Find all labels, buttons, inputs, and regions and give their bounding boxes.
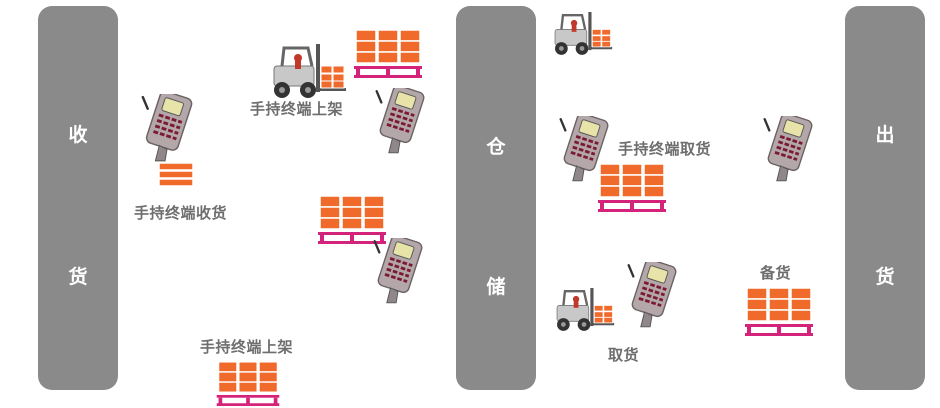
label-handheld-shelve-top: 手持终端上架 xyxy=(250,100,344,118)
handheld-terminal-icon xyxy=(760,116,816,184)
label-pick: 取货 xyxy=(608,346,640,364)
handheld-terminal-icon xyxy=(370,238,426,306)
storage-column: 仓 储 xyxy=(456,6,536,390)
shipping-column-char-2: 货 xyxy=(875,266,895,288)
forklift-icon xyxy=(544,288,624,334)
forklift-icon xyxy=(542,12,622,58)
shipping-column-char-1: 出 xyxy=(875,124,895,146)
pallet-boxes-icon xyxy=(354,28,422,78)
handheld-terminal-icon xyxy=(138,94,196,164)
label-prepare: 备货 xyxy=(760,264,792,282)
storage-column-char-1: 仓 xyxy=(486,136,506,158)
pallet-boxes-icon xyxy=(744,286,814,336)
pallet-boxes-icon xyxy=(214,360,282,406)
forklift-icon xyxy=(268,44,348,102)
pallet-boxes-icon xyxy=(598,162,666,212)
label-handheld-shelve-bottom: 手持终端上架 xyxy=(200,338,294,356)
receiving-column-char-2: 货 xyxy=(68,266,88,288)
label-handheld-pick: 手持终端取货 xyxy=(618,140,712,158)
handheld-terminal-icon xyxy=(372,88,428,156)
pallet-boxes-icon xyxy=(318,194,386,244)
box-stack-icon xyxy=(158,162,194,188)
receiving-column-char-1: 收 xyxy=(68,124,88,146)
shipping-column: 出 货 xyxy=(845,6,925,390)
receiving-column: 收 货 xyxy=(38,6,118,390)
label-handheld-receive: 手持终端收货 xyxy=(134,204,228,222)
handheld-terminal-icon xyxy=(624,262,680,330)
storage-column-char-2: 储 xyxy=(486,276,506,298)
